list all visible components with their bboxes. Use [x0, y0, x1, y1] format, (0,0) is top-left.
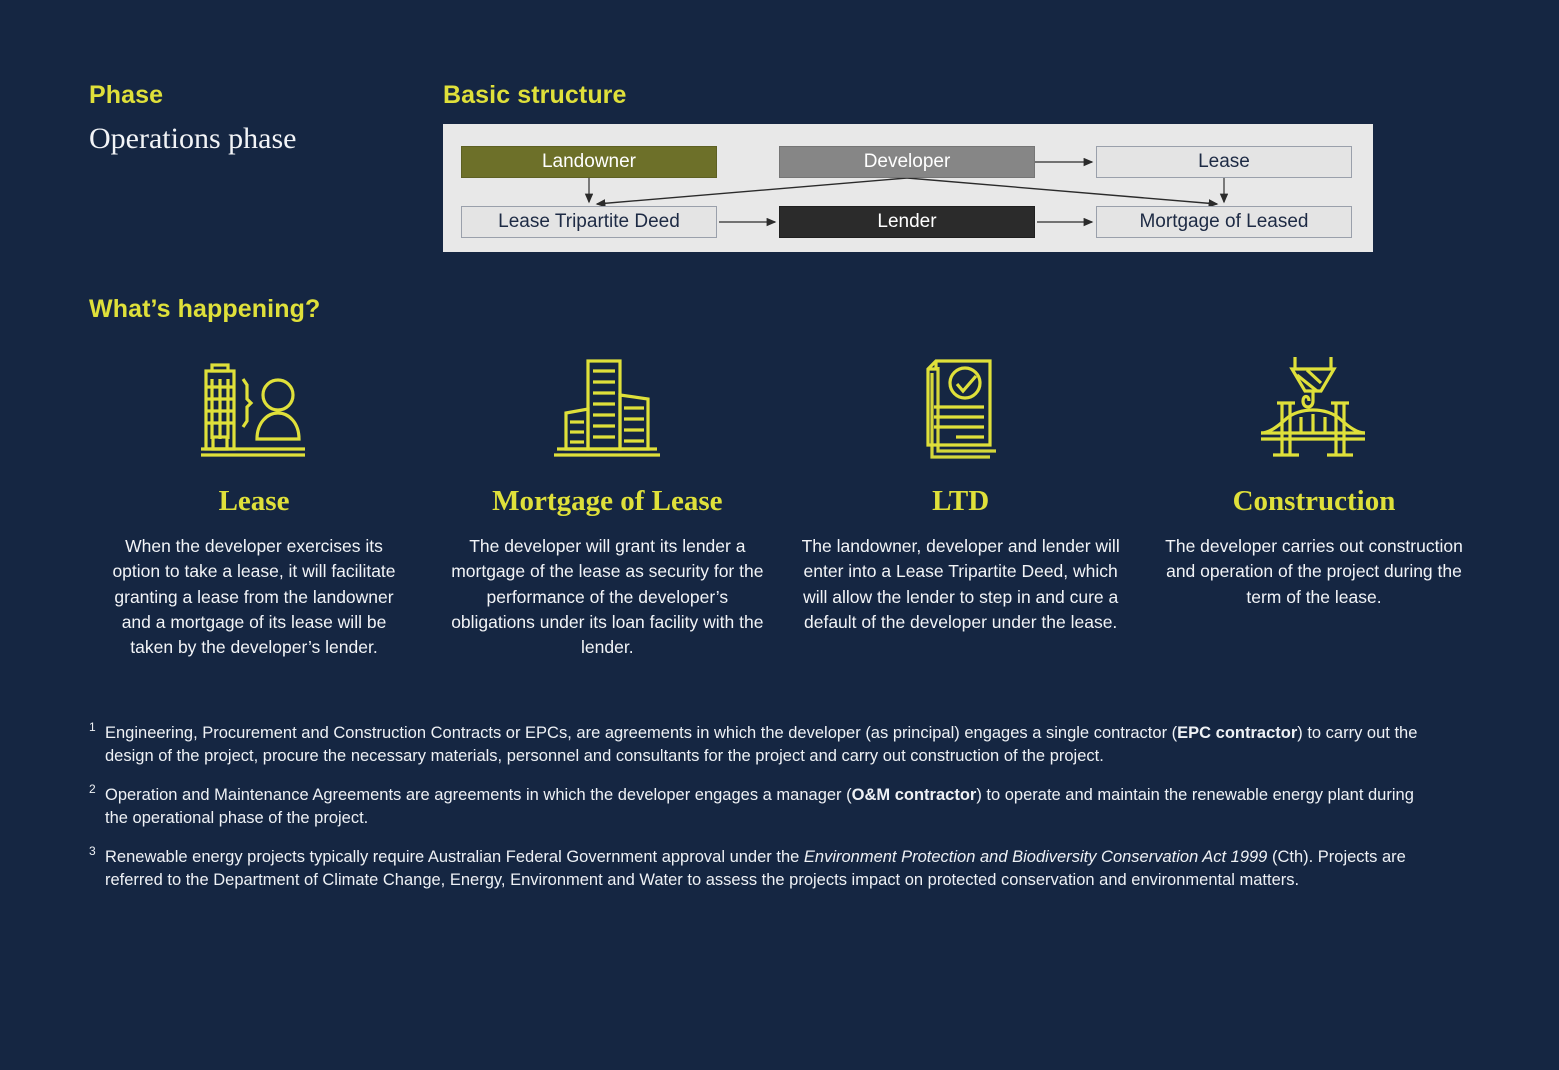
whats-happening-heading: What’s happening? — [89, 295, 321, 323]
footnote-2: 2 Operation and Maintenance Agreements a… — [89, 781, 1439, 831]
documents-check-icon — [906, 348, 1016, 466]
card-title-construction: Construction — [1232, 485, 1396, 517]
footnote-3-text: Renewable energy projects typically requ… — [105, 847, 1406, 890]
building-with-person-icon — [199, 348, 309, 466]
basic-structure-block: Basic structure Landowner Developer — [443, 80, 1373, 252]
card-title-lease: Lease — [218, 485, 290, 517]
card-title-mortgage-of-lease: Mortgage of Lease — [492, 485, 723, 517]
card-body-construction: The developer carries out construction a… — [1165, 535, 1463, 607]
footnote-1: 1 Engineering, Procurement and Construct… — [89, 720, 1439, 769]
footnote-1-text: Engineering, Procurement and Constructio… — [105, 724, 1418, 766]
footnote-1-marker: 1 — [89, 720, 96, 734]
diagram-node-lender[interactable]: Lender — [779, 206, 1035, 238]
diagram-node-lease[interactable]: Lease — [1096, 146, 1352, 178]
phase-label: Phase — [89, 81, 164, 109]
city-buildings-icon — [552, 348, 662, 466]
footnote-3: 3 Renewable energy projects typically re… — [89, 843, 1439, 893]
card-body-mortgage-of-lease: The developer will grant its lender a mo… — [451, 535, 764, 658]
diagram-node-lease-tripartite-deed[interactable]: Lease Tripartite Deed — [461, 206, 717, 238]
footnote-3-marker: 3 — [89, 843, 96, 858]
crane-bridge-icon — [1259, 348, 1369, 466]
whats-happening-block: What’s happening? — [89, 294, 320, 324]
card-body-ltd: The landowner, developer and lender will… — [801, 535, 1120, 633]
card-body-lease: When the developer exercises its option … — [112, 535, 396, 658]
phase-block: Phase Operations phase — [89, 80, 429, 157]
footnote-2-marker: 2 — [89, 781, 96, 796]
footnote-2-text: Operation and Maintenance Agreements are… — [105, 785, 1414, 828]
footnotes: 1 Engineering, Procurement and Construct… — [89, 720, 1439, 908]
card-mortgage-of-lease: Mortgage of Lease The developer will gra… — [442, 348, 772, 661]
cards-row: Lease When the developer exercises its o… — [89, 348, 1479, 661]
diagram-node-mortgage-of-leased[interactable]: Mortgage of Leased — [1096, 206, 1352, 238]
card-construction: Construction The developer carries out c… — [1149, 348, 1479, 610]
diagram-node-developer[interactable]: Developer — [779, 146, 1035, 178]
structure-diagram: Landowner Developer Lease Lease Triparti… — [443, 124, 1373, 252]
phase-value: Operations phase — [89, 122, 297, 155]
card-ltd: LTD The landowner, developer and lender … — [796, 348, 1126, 635]
diagram-node-landowner[interactable]: Landowner — [461, 146, 717, 178]
basic-structure-label: Basic structure — [443, 81, 627, 109]
card-lease: Lease When the developer exercises its o… — [89, 348, 419, 661]
card-title-ltd: LTD — [932, 485, 990, 517]
